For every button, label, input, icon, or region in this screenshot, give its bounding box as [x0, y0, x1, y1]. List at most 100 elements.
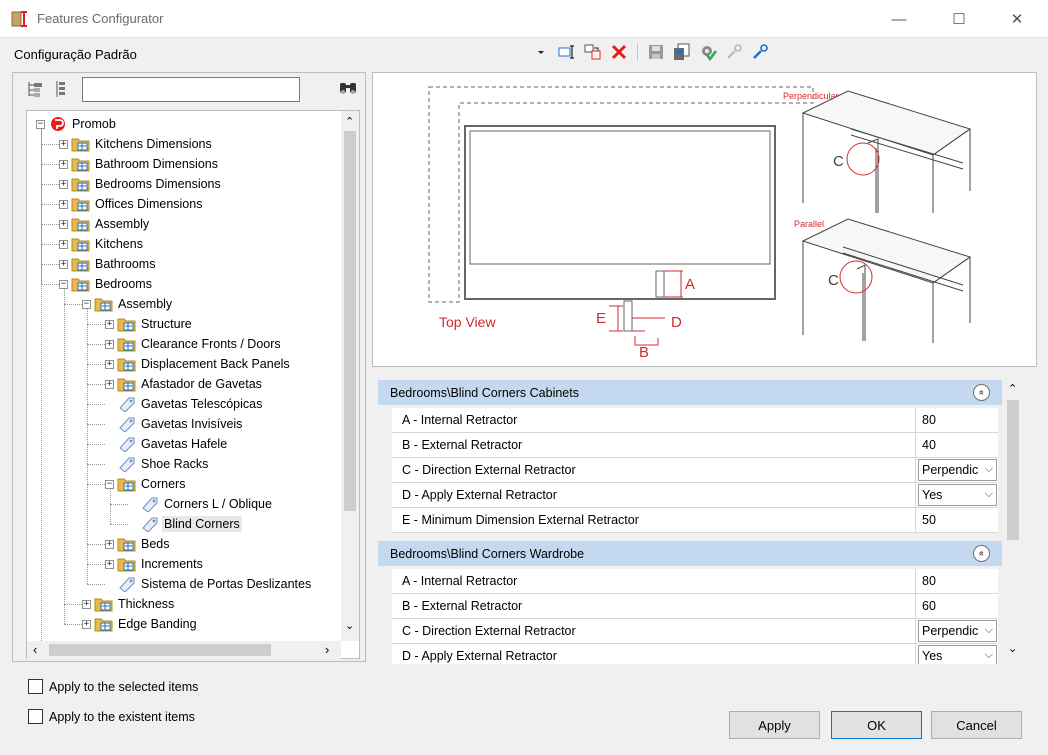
chevron-down-icon[interactable]: ⌵: [984, 463, 993, 475]
tree-node[interactable]: Corners L / Oblique: [128, 494, 274, 514]
apply-existent-option[interactable]: Apply to the existent items: [28, 709, 195, 724]
close-button[interactable]: ✕: [1010, 11, 1024, 28]
expand-icon[interactable]: +: [59, 178, 68, 189]
chevron-down-icon[interactable]: ⌵: [984, 624, 993, 636]
apply-selected-option[interactable]: Apply to the selected items: [28, 679, 198, 694]
property-select[interactable]: Yes⌵: [918, 645, 997, 664]
binoculars-icon[interactable]: [338, 80, 358, 98]
tree-node[interactable]: +Afastador de Gavetas: [105, 374, 264, 394]
tree-node[interactable]: +Kitchens Dimensions: [59, 134, 214, 154]
expand-icon[interactable]: +: [59, 218, 68, 229]
tree-node[interactable]: −Promob: [36, 114, 118, 134]
tree-node[interactable]: Shoe Racks: [105, 454, 210, 474]
key-blue-icon[interactable]: [749, 41, 771, 63]
maximize-button[interactable]: ☐: [952, 11, 966, 28]
expand-icon[interactable]: +: [105, 538, 114, 549]
property-value-cell[interactable]: 60: [916, 594, 998, 618]
tree-node[interactable]: −Corners: [105, 474, 187, 494]
property-select[interactable]: Perpendic⌵: [918, 459, 997, 481]
expand-icon[interactable]: +: [59, 258, 68, 269]
tree-node[interactable]: Gavetas Invisíveis: [105, 414, 244, 434]
property-group-header[interactable]: Bedrooms\Blind Corners Wardrobe«: [378, 541, 1002, 566]
property-group-header[interactable]: Bedrooms\Blind Corners Cabinets«: [378, 380, 1002, 405]
expand-icon[interactable]: +: [59, 158, 68, 169]
tree-node[interactable]: +Clearance Fronts / Doors: [105, 334, 283, 354]
apply-selected-checkbox[interactable]: [28, 679, 43, 694]
expand-icon[interactable]: +: [105, 378, 114, 389]
tree-node[interactable]: +Beds: [105, 534, 172, 554]
properties-scrollbar[interactable]: ⌃ ⌄: [1004, 378, 1022, 662]
tree-node[interactable]: Sistema de Portas Deslizantes: [105, 574, 313, 594]
chevron-down-icon[interactable]: ⌵: [984, 649, 993, 661]
tree-node[interactable]: +Kitchens: [59, 234, 145, 254]
expand-icon[interactable]: +: [59, 198, 68, 209]
tree-node[interactable]: +Bathrooms: [59, 254, 157, 274]
apply-button[interactable]: Apply: [729, 711, 820, 739]
tree-node[interactable]: +Increments: [105, 554, 205, 574]
scroll-right-icon[interactable]: ›: [325, 642, 330, 657]
tree-node[interactable]: +Offices Dimensions: [59, 194, 204, 214]
tree-vertical-scrollbar[interactable]: ⌃ ⌄: [341, 111, 359, 641]
property-value-cell[interactable]: Yes⌵: [916, 483, 998, 507]
export-icon[interactable]: [671, 41, 693, 63]
tree-view[interactable]: −Promob+Kitchens Dimensions+Bathroom Dim…: [26, 110, 360, 659]
tree-scroll-thumb[interactable]: [344, 131, 356, 511]
settings-check-icon[interactable]: [697, 41, 719, 63]
tree-hscroll-thumb[interactable]: [49, 644, 271, 656]
save-icon[interactable]: [645, 41, 667, 63]
expand-icon[interactable]: +: [105, 318, 114, 329]
copy-config-icon[interactable]: [582, 41, 604, 63]
expand-icon[interactable]: +: [59, 138, 68, 149]
tree-node[interactable]: −Assembly: [82, 294, 174, 314]
collapse-icon[interactable]: −: [82, 298, 91, 309]
tree-search-input[interactable]: [82, 77, 300, 102]
chevron-down-icon[interactable]: ⌵: [984, 488, 993, 500]
collapse-group-icon[interactable]: «: [973, 384, 990, 401]
property-value-cell[interactable]: Perpendic⌵: [916, 458, 998, 482]
tree-node[interactable]: +Assembly: [59, 214, 151, 234]
dropdown-arrow-icon[interactable]: [530, 41, 552, 63]
tree-node[interactable]: +Thickness: [82, 594, 176, 614]
property-value-cell[interactable]: 80: [916, 408, 998, 432]
delete-icon[interactable]: [608, 41, 630, 63]
tree-node[interactable]: Gavetas Hafele: [105, 434, 229, 454]
tree-horizontal-scrollbar[interactable]: ‹ ›: [27, 641, 341, 659]
props-scroll-thumb[interactable]: [1007, 400, 1019, 540]
tree-node[interactable]: +Bedrooms Dimensions: [59, 174, 223, 194]
key-icon[interactable]: [723, 41, 745, 63]
tree-node[interactable]: +Displacement Back Panels: [105, 354, 292, 374]
tree-node[interactable]: +Bathroom Dimensions: [59, 154, 220, 174]
scroll-down-icon[interactable]: ⌄: [345, 620, 355, 632]
property-select[interactable]: Yes⌵: [918, 484, 997, 506]
property-value-cell[interactable]: Yes⌵: [916, 644, 998, 664]
scroll-left-icon[interactable]: ‹: [33, 642, 38, 657]
expand-icon[interactable]: +: [105, 358, 114, 369]
expand-icon[interactable]: +: [105, 558, 114, 569]
property-value-cell[interactable]: 40: [916, 433, 998, 457]
props-scroll-down-icon[interactable]: ⌄: [1008, 643, 1018, 655]
expand-icon[interactable]: +: [59, 238, 68, 249]
tree-node[interactable]: Gavetas Telescópicas: [105, 394, 264, 414]
props-scroll-up-icon[interactable]: ⌃: [1008, 383, 1018, 395]
collapse-icon[interactable]: −: [59, 278, 68, 289]
expand-icon[interactable]: +: [105, 338, 114, 349]
tree-node[interactable]: +Edge Banding: [82, 614, 199, 634]
property-value-cell[interactable]: 50: [916, 508, 998, 532]
apply-existent-checkbox[interactable]: [28, 709, 43, 724]
tree-node[interactable]: −Bedrooms: [59, 274, 154, 294]
collapse-all-icon[interactable]: [26, 80, 44, 98]
collapse-icon[interactable]: −: [105, 478, 114, 489]
rename-icon[interactable]: [556, 41, 578, 63]
expand-all-icon[interactable]: [52, 80, 70, 98]
cancel-button[interactable]: Cancel: [931, 711, 1022, 739]
property-value-cell[interactable]: 80: [916, 569, 998, 593]
expand-icon[interactable]: +: [82, 618, 91, 629]
tree-node[interactable]: +Structure: [105, 314, 194, 334]
property-select[interactable]: Perpendic⌵: [918, 620, 997, 642]
property-value-cell[interactable]: Perpendic⌵: [916, 619, 998, 643]
collapse-icon[interactable]: −: [36, 118, 45, 129]
scroll-up-icon[interactable]: ⌃: [345, 116, 355, 128]
tree-node[interactable]: Blind Corners: [128, 514, 242, 534]
minimize-button[interactable]: —: [891, 10, 907, 28]
ok-button[interactable]: OK: [831, 711, 922, 739]
